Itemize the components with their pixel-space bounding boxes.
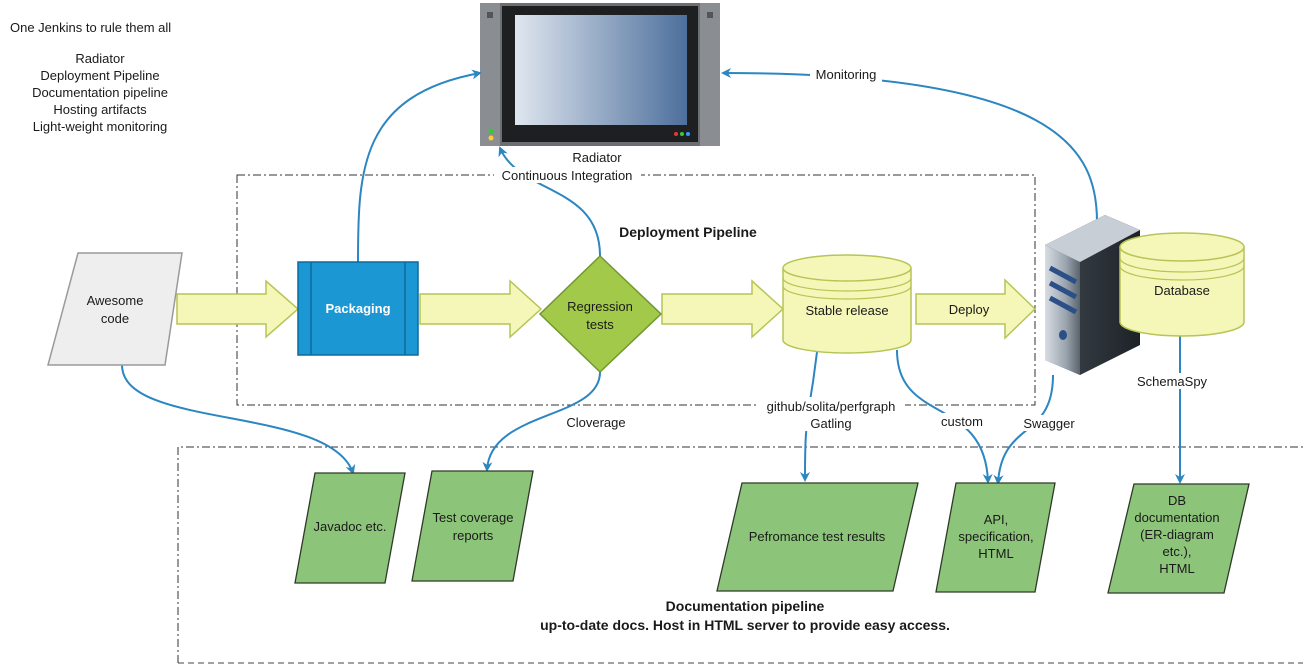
- documentation-pipeline-box: [177, 446, 1303, 663]
- performance-label: Pefromance test results: [749, 529, 886, 544]
- edge-label-cloverage: Cloverage: [560, 414, 632, 430]
- svg-text:custom: custom: [941, 414, 983, 429]
- db-label: HTML: [1159, 561, 1194, 576]
- regression-to-coverage-connector: [482, 371, 601, 472]
- edge-label-perfgraph: github/solita/perfgraph Gatling: [757, 397, 905, 431]
- edge-label-swagger: Swagger: [1018, 415, 1080, 431]
- edge-label-monitoring: Monitoring: [810, 66, 882, 82]
- javadoc-label: Javadoc etc.: [314, 519, 387, 534]
- awesome-code-node: Awesome code: [47, 252, 183, 366]
- db-label: etc.),: [1163, 544, 1192, 559]
- test-coverage-label: reports: [453, 528, 494, 543]
- awesome-code-to-javadoc-connector: [121, 364, 356, 475]
- performance-doc-node: [716, 482, 919, 592]
- svg-text:Database: Database: [1154, 283, 1210, 298]
- edge-label-custom: custom: [937, 413, 989, 429]
- api-doc-node: [935, 482, 1056, 593]
- stable-to-api-connector: [896, 349, 993, 484]
- intro-text: One Jenkins to rule them all Radiator De…: [10, 20, 171, 134]
- svg-text:Cloverage: Cloverage: [566, 415, 625, 430]
- api-label: specification,: [958, 529, 1033, 544]
- deploy-label: Deploy: [949, 302, 990, 317]
- radiator-monitor: [480, 3, 720, 146]
- deployment-pipeline-box: [236, 174, 1036, 406]
- packaging-to-radiator-connector: [357, 69, 482, 263]
- svg-text:code: code: [101, 311, 129, 326]
- deployment-pipeline-title: Deployment Pipeline: [619, 224, 757, 240]
- test-coverage-label: Test coverage: [433, 510, 514, 525]
- db-label: documentation: [1134, 510, 1219, 525]
- radiator-label: Radiator: [572, 150, 622, 165]
- stable-release-node: Stable release: [782, 254, 912, 354]
- flow-arrow-code-to-packaging: [176, 279, 300, 339]
- edge-label-schemaspy: SchemaSpy: [1130, 373, 1216, 389]
- api-label: API,: [984, 512, 1009, 527]
- intro-title: One Jenkins to rule them all: [10, 20, 171, 35]
- api-label: HTML: [978, 546, 1013, 561]
- test-coverage-doc-node: [411, 470, 534, 582]
- documentation-pipeline-subtitle: up-to-date docs. Host in HTML server to …: [540, 617, 950, 633]
- intro-item: Light-weight monitoring: [33, 119, 167, 134]
- svg-text:github/solita/perfgraph: github/solita/perfgraph: [767, 399, 896, 414]
- svg-text:Swagger: Swagger: [1023, 416, 1075, 431]
- packaging-node: Packaging: [297, 261, 419, 356]
- db-label: (ER-diagram: [1140, 527, 1214, 542]
- svg-text:tests: tests: [586, 317, 614, 332]
- intro-item: Hosting artifacts: [53, 102, 147, 117]
- svg-text:Packaging: Packaging: [325, 301, 390, 316]
- intro-item: Documentation pipeline: [32, 85, 168, 100]
- db-doc-node: [1107, 483, 1250, 594]
- svg-text:Regression: Regression: [567, 299, 633, 314]
- edge-label-continuous-integration: Continuous Integration: [494, 167, 641, 183]
- svg-text:Continuous Integration: Continuous Integration: [502, 168, 633, 183]
- database-node: Database: [1119, 232, 1245, 337]
- regression-to-radiator-connector: [498, 146, 601, 257]
- svg-text:Gatling: Gatling: [810, 416, 851, 431]
- intro-item: Radiator: [75, 51, 125, 66]
- svg-text:SchemaSpy: SchemaSpy: [1137, 374, 1208, 389]
- db-label: DB: [1168, 493, 1186, 508]
- server-icon: [1045, 215, 1140, 375]
- regression-tests-node: Regression tests: [538, 254, 663, 374]
- svg-text:Monitoring: Monitoring: [816, 67, 877, 82]
- documentation-pipeline-title: Documentation pipeline: [666, 598, 825, 614]
- intro-item: Deployment Pipeline: [40, 68, 159, 83]
- flow-arrow-deploy: [915, 278, 1037, 340]
- flow-arrow-regression-to-stable: [661, 279, 785, 339]
- svg-text:Stable release: Stable release: [805, 303, 888, 318]
- flow-arrow-packaging-to-regression: [419, 279, 543, 339]
- svg-text:Awesome: Awesome: [87, 293, 144, 308]
- javadoc-doc-node: [294, 472, 406, 584]
- server-to-radiator-connector: [721, 68, 1098, 223]
